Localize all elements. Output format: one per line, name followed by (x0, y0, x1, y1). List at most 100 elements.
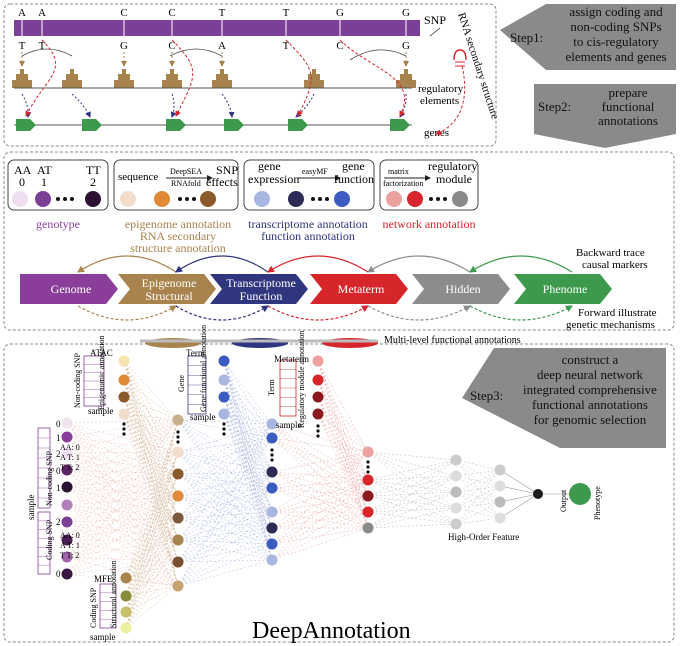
nn-node (362, 446, 374, 458)
nn-edge (367, 475, 457, 481)
nn-edge (66, 436, 179, 541)
nn-edge (367, 523, 457, 529)
nn-node (118, 391, 130, 403)
transcriptome-gene2: gene (342, 159, 365, 173)
flow-chevron (210, 274, 308, 304)
nn-edge (223, 396, 273, 439)
network-caption: network annotation (383, 217, 476, 231)
nn-node (118, 408, 130, 420)
nn-node (61, 431, 73, 443)
element-loop (21, 48, 73, 57)
high-order-feature: High-Order Feature (448, 532, 519, 542)
top-base: C (120, 7, 127, 19)
ellipsis-dot (122, 422, 126, 426)
nn-edge (125, 451, 179, 629)
nn-node (312, 374, 324, 386)
transcriptome-gene: gene (258, 159, 281, 173)
nn-edge (271, 451, 369, 489)
regulatory-element (62, 69, 82, 88)
top-base: A (18, 7, 26, 19)
nn-node (266, 482, 278, 494)
nn-edge (66, 504, 179, 541)
backward-text-1: Backward trace (576, 247, 645, 259)
ellipsis-dot (222, 432, 226, 436)
phenotype-label: Phenotype (593, 486, 602, 520)
nn-edge (66, 469, 179, 541)
nn-edge (177, 539, 273, 545)
nn-edge (123, 379, 179, 453)
forward-curve (175, 305, 270, 321)
genotype-value: 1 (56, 433, 61, 443)
nn-node (218, 391, 230, 403)
nn-edge (123, 396, 179, 541)
flow-chevron (20, 274, 118, 304)
nn-edge (367, 451, 457, 525)
snp-to-gene (285, 39, 312, 117)
nn-edge (177, 437, 273, 587)
ellipsis-dot (270, 453, 274, 457)
chevron-label: Transcriptome (226, 276, 296, 290)
nn-edge (125, 451, 179, 597)
nn-edge (66, 495, 179, 506)
nn-node (61, 447, 73, 459)
snp-to-gene (171, 39, 194, 117)
backward-curve (76, 255, 177, 273)
nn-edge (367, 495, 457, 525)
term-top-label: Term (186, 348, 205, 358)
nn-node (218, 374, 230, 386)
nn-edge (223, 396, 273, 425)
chevron-label: Metaterm (338, 282, 385, 296)
step-line: non-coding SNPs (570, 19, 661, 34)
gene-arrow (224, 119, 244, 131)
network-edges (66, 360, 580, 629)
gene-arrow (390, 119, 410, 131)
step-line: to cis-regulatory (573, 34, 659, 49)
snp-label: SNP (424, 13, 446, 27)
nn-node (266, 418, 278, 430)
nn-edge (223, 379, 273, 439)
nn-node (120, 590, 132, 602)
regulatory-element-shapes (12, 69, 416, 88)
ellipsis-dot (176, 440, 180, 444)
nn-edge (177, 517, 273, 561)
nn-node (312, 391, 324, 403)
nn-edge (317, 413, 369, 497)
nn-edge (271, 437, 369, 529)
nn-edge (177, 423, 273, 587)
sample-label-1: sample (88, 406, 114, 416)
snp-links (19, 39, 409, 118)
coding-snp-bottom: Coding SNP (89, 587, 98, 628)
nn-edge (177, 473, 273, 489)
ellipsis-dot (366, 460, 370, 464)
nn-edge (177, 423, 273, 541)
nn-edge (455, 485, 501, 525)
nn-edge (123, 360, 179, 497)
genotype-value: 2 (56, 517, 61, 527)
genotype-value: 2 (56, 449, 61, 459)
sample-label-5: sample (26, 495, 36, 521)
flow-curves (76, 255, 574, 321)
backward-curve (468, 255, 573, 273)
nn-edge (223, 396, 273, 529)
nn-edge (125, 451, 179, 613)
nn-edge (177, 495, 273, 513)
nn-edge (223, 360, 273, 489)
nn-edge (125, 517, 179, 613)
nn-edge (177, 419, 273, 545)
nn-node (312, 408, 324, 420)
transcriptome-box (243, 159, 375, 211)
nn-node (494, 464, 506, 476)
nn-edge (317, 413, 369, 453)
nn-edge (367, 475, 457, 497)
atac-label: ATAC (90, 348, 113, 358)
ellipsis-dot (222, 427, 226, 431)
flow-chevron (118, 274, 216, 304)
nn-edge (123, 396, 179, 497)
legend-top-1: A T: 1 (60, 453, 80, 462)
flow-chevron (412, 274, 510, 304)
nn-edge (177, 437, 273, 541)
step-line: elements and genes (565, 49, 666, 64)
nn-edge (271, 495, 369, 561)
nn-edge (177, 451, 273, 489)
